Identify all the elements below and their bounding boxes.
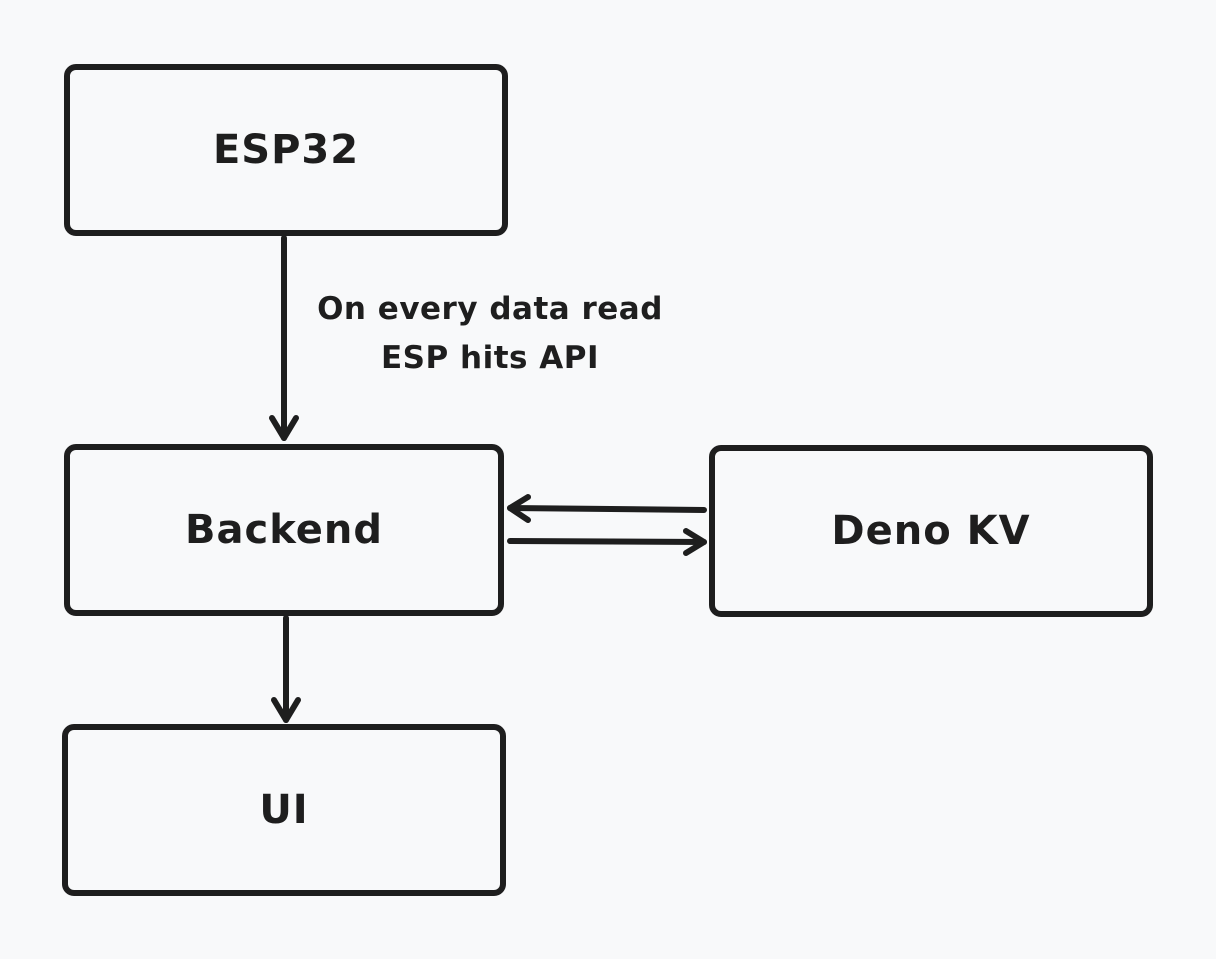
arrow-backend-to-ui bbox=[271, 615, 301, 723]
node-ui-label: UI bbox=[259, 787, 309, 833]
arrow-esp32-to-backend bbox=[269, 235, 299, 441]
node-esp32: ESP32 bbox=[64, 64, 508, 236]
arrow-backend-to-denokv bbox=[507, 528, 707, 556]
arrow-denokv-to-backend bbox=[507, 494, 707, 523]
node-esp32-label: ESP32 bbox=[212, 127, 360, 173]
node-ui: UI bbox=[62, 724, 506, 896]
node-backend-label: Backend bbox=[185, 507, 383, 553]
node-deno-kv-label: Deno KV bbox=[831, 508, 1031, 554]
node-backend: Backend bbox=[64, 444, 504, 616]
edge-label-line-1: On every data read bbox=[317, 291, 663, 327]
edge-label-esp32-to-backend: On every data read ESP hits API bbox=[300, 285, 680, 383]
edge-label-line-2: ESP hits API bbox=[380, 340, 600, 376]
node-deno-kv: Deno KV bbox=[709, 445, 1153, 617]
